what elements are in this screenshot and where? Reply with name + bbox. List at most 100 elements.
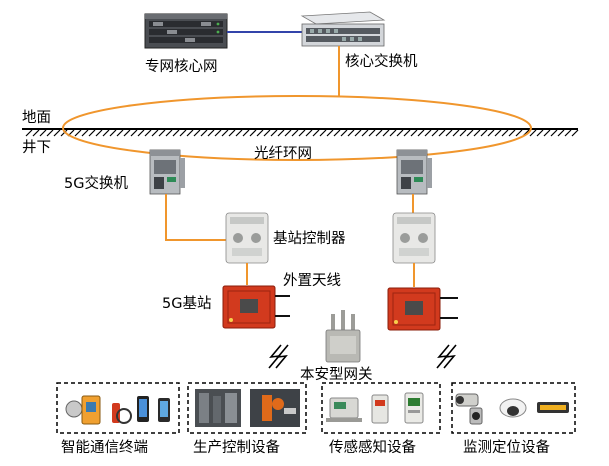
base-station-icon [222,285,290,329]
controller-box-icon [392,212,436,264]
gateway-icon [325,310,361,363]
hatch-mark [368,129,376,137]
hatch-mark [207,129,215,137]
ground-label: 地面 [22,109,51,126]
device-group-box [321,382,441,434]
hatch-mark [193,129,201,137]
monitoring-devices-icon [455,393,569,425]
device-group-box [187,382,307,434]
server-rack-icon [144,13,228,49]
hatch-mark [270,129,278,137]
hatch-mark [249,129,257,137]
device-group-label: 生产控制设备 [193,439,280,456]
hatch-mark [410,129,418,137]
hatch-mark [361,129,369,137]
hatch-mark [256,129,264,137]
hatch-mark [123,129,131,137]
hatch-mark [53,129,61,137]
device-group-box [451,382,576,434]
hatch-mark [88,129,96,137]
wireless-signal-icon [268,344,289,369]
core-switch-icon [300,11,386,47]
hatch-mark [172,129,180,137]
hatch-mark [326,129,334,137]
controller-box-icon [225,212,269,264]
core-switch-label: 核心交换机 [345,52,418,70]
external-antenna-label: 外置天线 [283,272,341,289]
terminal-devices-icon [65,395,170,425]
hatch-mark [550,129,558,137]
hatch-mark [417,129,425,137]
hatch-mark [228,129,236,137]
hatch-mark [312,129,320,137]
device-group-box [56,382,180,434]
hatch-mark [557,129,565,137]
switch-controller-fiber-left [165,194,227,241]
hatch-mark [25,129,33,137]
hatch-mark [319,129,327,137]
underground-label: 井下 [22,139,51,156]
hatch-mark [179,129,187,137]
hatch-mark [431,129,439,137]
hatch-mark [340,129,348,137]
hatch-mark [508,129,516,137]
hatch-mark [396,129,404,137]
base-station-5g-label: 5G基站 [162,295,211,312]
hatch-mark [543,129,551,137]
hatch-mark [46,129,54,137]
hatch-mark [375,129,383,137]
hatch-mark [214,129,222,137]
hatch-mark [473,129,481,137]
hatch-mark [347,129,355,137]
base-station-icon [387,287,458,331]
hatch-mark [382,129,390,137]
hatch-mark [144,129,152,137]
hatch-mark [95,129,103,137]
hatch-mark [438,129,446,137]
mine-switch-icon [396,149,432,195]
hatch-mark [494,129,502,137]
hatch-mark [277,129,285,137]
hatch-mark [74,129,82,137]
hatch-mark [333,129,341,137]
bs-controller-label: 基站控制器 [273,230,346,247]
hatch-mark [32,129,40,137]
device-group-label: 传感感知设备 [329,439,416,456]
fiber-ring-label: 光纤环网 [254,145,312,162]
ground-hatch [25,129,579,137]
private-core-network-label: 专网核心网 [145,58,218,75]
hatch-mark [263,129,271,137]
hatch-mark [221,129,229,137]
hatch-mark [305,129,313,137]
hatch-mark [459,129,467,137]
hatch-mark [487,129,495,137]
hatch-mark [529,129,537,137]
hatch-mark [298,129,306,137]
hatch-mark [81,129,89,137]
hatch-mark [116,129,124,137]
switch-5g-label: 5G交换机 [64,174,128,192]
hatch-mark [200,129,208,137]
hatch-mark [165,129,173,137]
fiber-ring [62,95,532,161]
hatch-mark [564,129,572,137]
hatch-mark [452,129,460,137]
hatch-mark [151,129,159,137]
hatch-mark [130,129,138,137]
hatch-mark [515,129,523,137]
hatch-mark [186,129,194,137]
production-control-icon [195,389,300,427]
hatch-mark [102,129,110,137]
hatch-mark [354,129,362,137]
hatch-mark [39,129,47,137]
hatch-mark [501,129,509,137]
hatch-mark [158,129,166,137]
hatch-mark [291,129,299,137]
hatch-mark [424,129,432,137]
hatch-mark [389,129,397,137]
device-group-label: 监测定位设备 [463,439,550,456]
hatch-mark [445,129,453,137]
hatch-mark [466,129,474,137]
device-group-label: 智能通信终端 [61,439,148,456]
